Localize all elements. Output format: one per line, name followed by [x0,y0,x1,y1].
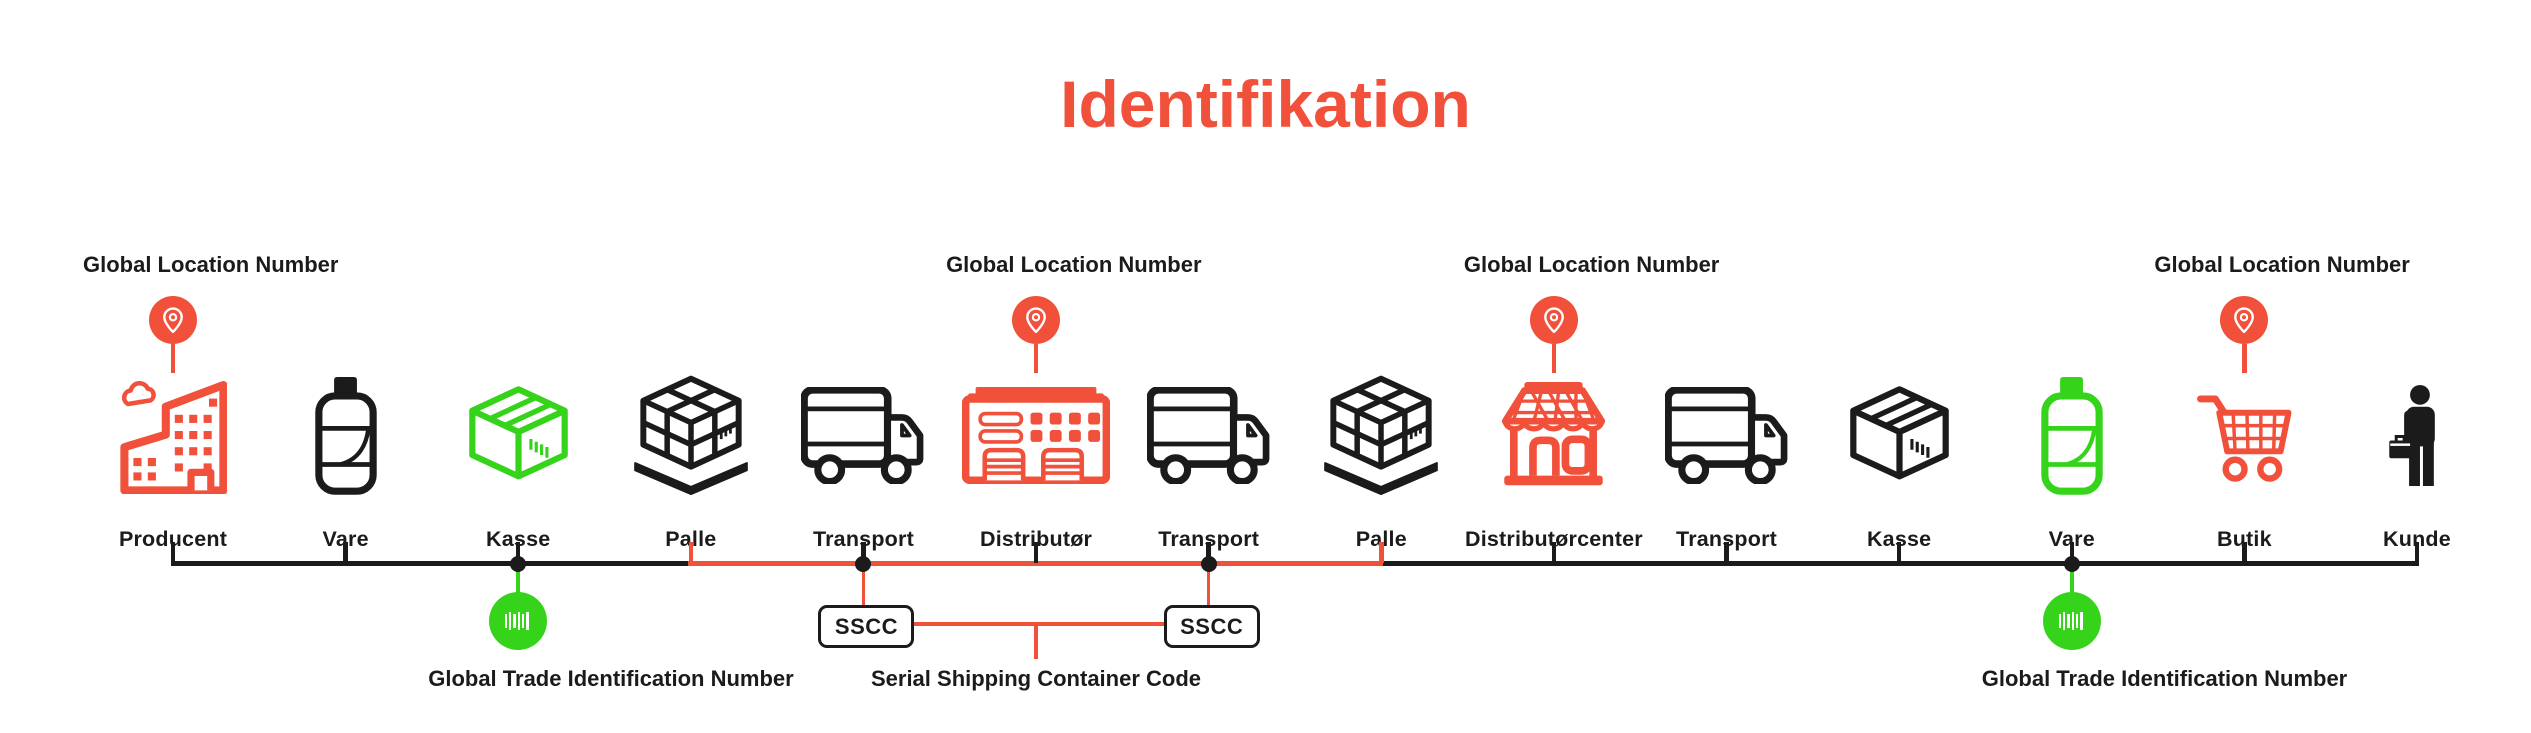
timeline-item-transport: Transport [1637,0,1817,733]
gtin-drop-line [516,566,521,593]
sscc-connector-drop [1034,622,1038,659]
timeline-item-palle: Palle [1291,0,1471,733]
person-icon [2327,368,2507,503]
gtin-label: Global Trade Identification Number [428,666,794,691]
bottle-icon [1982,368,2162,503]
pallet-icon [1291,368,1471,503]
timeline-tick [1379,542,1384,563]
gln-pin-stem [1033,344,1039,373]
pallet-icon [601,368,781,503]
gln-label: Global Location Number [2154,252,2410,277]
box-icon [1809,368,1989,503]
gln-pin-stem [1551,344,1557,373]
sscc-drop-line [1206,566,1211,607]
timeline-tick [2069,542,2074,563]
cart-icon [2154,368,2334,503]
timeline-item-transport: Transport SSCC [773,0,953,733]
sscc-box: SSCC [1163,605,1260,648]
truck-icon [1637,368,1817,503]
timeline-tick [2242,542,2247,563]
gln-label: Global Location Number [83,252,339,277]
timeline-item-palle: Palle [601,0,781,733]
barcode-icon [489,592,548,650]
timeline-dot [855,555,872,572]
building-icon [83,368,263,503]
box-icon [428,368,608,503]
sscc-box: SSCC [818,605,915,648]
warehouse-icon [946,368,1126,503]
bottle-icon [256,368,436,503]
timeline-item-butik: Butik Global Location Number [2154,0,2410,733]
timeline-item-distributørcenter: Distributørcenter Global Location Number [1463,0,1720,733]
timeline-tick [861,542,866,563]
timeline-item-kasse: Kasse Global Trade Identification Number [428,0,794,733]
location-pin-icon [2220,296,2269,344]
location-pin-icon [1529,296,1578,344]
location-pin-icon [1012,296,1061,344]
timeline-dot [2063,555,2080,572]
sscc-full-name-label: Serial Shipping Container Code [870,666,1202,691]
timeline-red-segment [688,561,1383,566]
gln-label: Global Location Number [1463,252,1720,277]
gln-label: Global Location Number [946,252,1202,277]
timeline-tick [2414,542,2420,563]
timeline-item-producent: Producent Global Location Number [83,0,339,733]
timeline-tick [515,542,521,563]
timeline-tick [170,542,176,563]
gtin-label: Global Trade Identification Number [1981,666,2348,691]
gln-pin-stem [2242,344,2247,373]
gln-pin-stem [170,344,176,373]
timeline-dot [510,555,527,572]
sscc-drop-line [861,566,866,607]
timeline-item-vare: Vare [256,0,436,733]
timeline-tick [1206,542,1211,563]
location-pin-icon [149,296,197,344]
store-icon [1464,368,1644,503]
timeline-tick [1896,542,1902,563]
timeline-dot [1200,555,1217,572]
timeline-tick [688,542,694,563]
truck-icon [773,368,953,503]
timeline-item-kasse: Kasse [1809,0,1989,733]
timeline-tick [1033,542,1039,563]
gtin-drop-line [2069,566,2074,593]
timeline-tick [1551,542,1557,563]
barcode-icon [2042,592,2101,650]
timeline-item-transport: Transport SSCC [1119,0,1299,733]
timeline-item-kunde: Kunde [2327,0,2507,733]
timeline-item-vare: Vare Global Trade Identification Number [1981,0,2348,733]
timeline-tick [1724,542,1729,563]
truck-icon [1119,368,1299,503]
page-title: Identifikation [1060,67,1471,141]
timeline-tick [343,542,348,563]
